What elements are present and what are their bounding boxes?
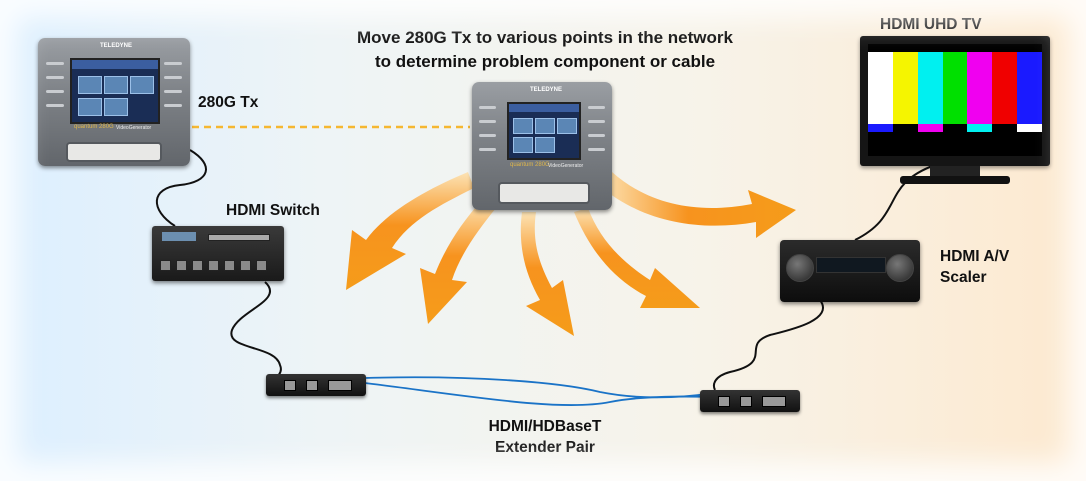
label-extender-pair: HDMI/HDBaseT Extender Pair [470, 416, 620, 458]
tv-reverse-bar [992, 124, 1018, 132]
extender-right [700, 390, 800, 412]
arrow-to-cable [520, 212, 574, 336]
arrow-to-switch [346, 172, 474, 290]
tv-color-bar [1017, 52, 1042, 124]
tv-reverse-bar [967, 124, 993, 132]
cable-tv-to-scaler [854, 164, 936, 241]
arrow-to-extender-right [574, 208, 700, 308]
cable-hdbaset-b [364, 382, 716, 406]
tx-unit-screen-center [507, 102, 581, 160]
tx-unit-left: TELEDYNE quantum 280G VideoGenerator [38, 38, 190, 166]
extender-left [266, 374, 366, 396]
tv-color-bars [868, 44, 1042, 156]
tv-color-bar [868, 52, 893, 124]
tv-color-bar [942, 52, 968, 124]
unit-handle [66, 142, 162, 162]
arrow-to-extender-left [420, 200, 496, 324]
cable-tx-to-switch [155, 149, 207, 227]
tv-color-bar [917, 52, 943, 124]
unit-handle-center [498, 182, 590, 204]
unit-brand: quantum 280G [74, 124, 114, 130]
tv-color-bar [967, 52, 993, 124]
av-scaler-device [780, 240, 920, 302]
unit-model-center: VideoGenerator [548, 163, 584, 169]
label-hdmi-uhd-tv: HDMI UHD TV [880, 16, 982, 33]
label-extender-line-1: HDMI/HDBaseT [488, 418, 602, 435]
tv-reverse-bar [892, 124, 918, 132]
label-280g-tx: 280G Tx [198, 94, 259, 111]
headline-line-2: to determine problem component or cable [374, 52, 716, 71]
cable-switch-to-extender [230, 281, 282, 381]
label-scaler-line-2: Scaler [940, 269, 987, 286]
tv-reverse-bar [868, 124, 893, 132]
tv-reverse-bar [942, 124, 968, 132]
unit-model: VideoGenerator [116, 125, 152, 131]
label-scaler-line-1: HDMI A/V [940, 248, 1010, 265]
cable-scaler-to-extender [712, 299, 824, 391]
arrow-to-tv [600, 172, 796, 238]
move-arrows [346, 172, 700, 336]
headline-line-1: Move 280G Tx to various points in the ne… [357, 28, 733, 47]
teledyne-logo-center: TELEDYNE [530, 87, 563, 93]
tx-unit-center: TELEDYNE quantum 280G VideoGenerator [472, 82, 612, 210]
tv-reverse-bar [917, 124, 943, 132]
tx-unit-screen [70, 58, 160, 124]
tv-reverse-bar [1017, 124, 1042, 132]
cable-hdbaset-a [364, 376, 716, 399]
teledyne-logo: TELEDYNE [100, 43, 133, 49]
tv-color-bar [992, 52, 1018, 124]
label-hdmi-av-scaler: HDMI A/V Scaler [940, 246, 1009, 288]
hdmi-switch-device [152, 226, 284, 281]
label-hdmi-switch: HDMI Switch [226, 202, 320, 219]
label-extender-line-2: Extender Pair [495, 439, 595, 456]
tv-color-bar [892, 52, 918, 124]
unit-brand-center: quantum 280G [510, 162, 550, 168]
headline: Move 280G Tx to various points in the ne… [320, 26, 770, 74]
